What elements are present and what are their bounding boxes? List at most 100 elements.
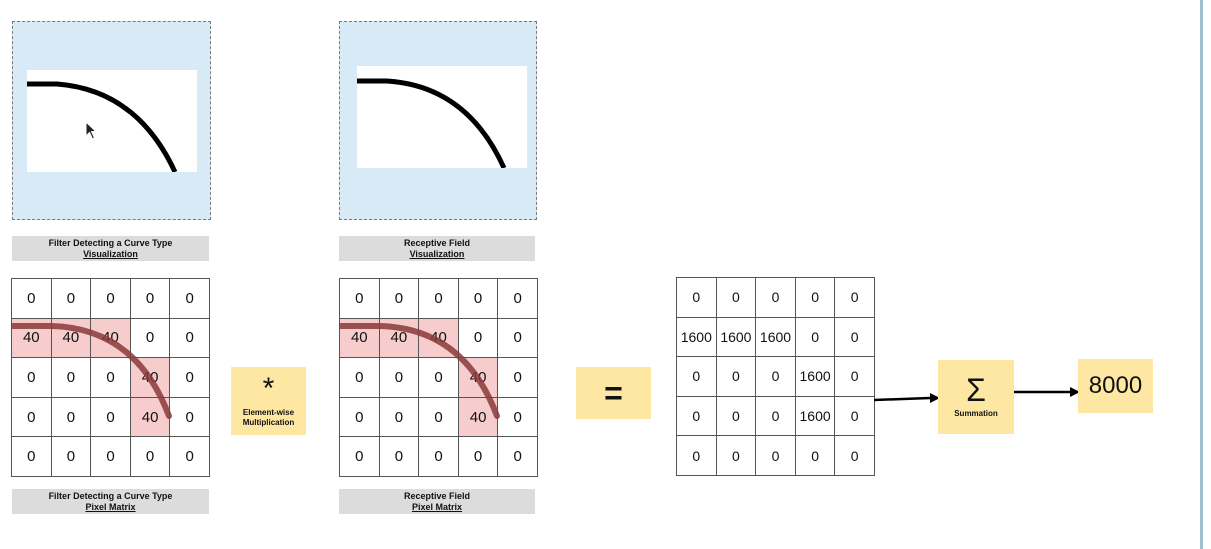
matrix-cell: 0 [497, 436, 538, 477]
matrix-cell: 0 [715, 395, 757, 437]
matrix-cell: 0 [169, 278, 210, 319]
matrix-cell: 0 [378, 278, 420, 319]
summation-label: Summation [954, 409, 998, 418]
matrix-cell: 0 [755, 395, 796, 437]
matrix-cell: 0 [834, 316, 875, 358]
matrix-cell: 0 [378, 436, 420, 477]
filter-matrix-caption: Filter Detecting a Curve Type Pixel Matr… [12, 489, 209, 514]
matrix-cell: 0 [418, 436, 459, 477]
matrix-cell: 40 [378, 317, 420, 359]
asterisk-icon: * [262, 372, 275, 405]
matrix-cell: 1600 [755, 316, 796, 358]
matrix-cell: 0 [457, 278, 499, 319]
mouse-cursor-icon [85, 121, 98, 140]
matrix-cell: 40 [129, 357, 171, 398]
matrix-cell: 0 [715, 435, 757, 476]
filter-visualization-canvas [27, 70, 197, 172]
matrix-cell: 0 [794, 435, 836, 476]
matrix-cell: 0 [418, 357, 459, 398]
matrix-cell: 0 [50, 357, 92, 398]
matrix-cell: 1600 [794, 356, 836, 397]
matrix-cell: 0 [169, 436, 210, 477]
receptive-curve [357, 78, 507, 168]
matrix-cell: 0 [339, 357, 380, 398]
matrix-cell: 40 [418, 317, 459, 359]
matrix-cell: 0 [676, 277, 717, 318]
matrix-cell: 0 [834, 277, 875, 318]
matrix-cell: 0 [11, 396, 52, 438]
equals-sign: = [604, 374, 623, 411]
matrix-cell: 0 [715, 356, 757, 397]
right-border [1200, 0, 1203, 549]
matrix-cell: 0 [755, 435, 796, 476]
matrix-cell: 0 [50, 436, 92, 477]
matrix-cell: 0 [676, 435, 717, 476]
matrix-cell: 0 [11, 278, 52, 319]
matrix-cell: 0 [834, 395, 875, 437]
filter-visualization [12, 21, 211, 220]
receptive-matrix-caption: Receptive Field Pixel Matrix [339, 489, 535, 514]
matrix-cell: 0 [497, 278, 538, 319]
matrix-cell: 0 [129, 317, 171, 359]
matrix-cell: 0 [169, 396, 210, 438]
matrix-cell: 0 [755, 356, 796, 397]
matrix-cell: 40 [129, 396, 171, 438]
matrix-cell: 40 [90, 317, 131, 359]
matrix-cell: 0 [169, 357, 210, 398]
matrix-cell: 0 [715, 277, 757, 318]
summation-box: Σ Summation [938, 360, 1014, 434]
matrix-cell: 1600 [676, 316, 717, 358]
matrix-cell: 1600 [794, 395, 836, 437]
receptive-visualization-canvas [357, 66, 527, 168]
matrix-cell: 0 [676, 356, 717, 397]
matrix-cell: 0 [834, 356, 875, 397]
matrix-cell: 0 [50, 396, 92, 438]
matrix-cell: 0 [794, 316, 836, 358]
matrix-cell: 0 [90, 357, 131, 398]
receptive-visualization-caption: Receptive Field Visualization [339, 236, 535, 261]
matrix-cell: 40 [457, 396, 499, 438]
matrix-cell: 0 [497, 396, 538, 438]
matrix-cell: 0 [794, 277, 836, 318]
matrix-cell: 1600 [715, 316, 757, 358]
arrow-to-result-icon [1014, 387, 1080, 397]
summation-result: 8000 [1078, 359, 1153, 413]
matrix-cell: 0 [457, 436, 499, 477]
matrix-cell: 0 [339, 436, 380, 477]
matrix-cell: 0 [339, 396, 380, 438]
matrix-cell: 40 [339, 317, 380, 359]
matrix-cell: 0 [129, 278, 171, 319]
equals-box: = [576, 367, 651, 419]
matrix-cell: 0 [11, 357, 52, 398]
matrix-cell: 0 [90, 278, 131, 319]
matrix-cell: 40 [11, 317, 52, 359]
filter-visualization-caption: Filter Detecting a Curve Type Visualizat… [12, 236, 209, 261]
filter-curve [27, 81, 178, 172]
matrix-cell: 0 [457, 317, 499, 359]
matrix-cell: 0 [834, 435, 875, 476]
matrix-cell: 0 [418, 278, 459, 319]
matrix-cell: 0 [339, 278, 380, 319]
matrix-cell: 40 [50, 317, 92, 359]
matrix-cell: 0 [50, 278, 92, 319]
matrix-cell: 0 [90, 436, 131, 477]
matrix-cell: 0 [378, 357, 420, 398]
arrow-to-summation-icon [874, 393, 940, 403]
matrix-cell: 40 [457, 357, 499, 398]
matrix-cell: 0 [418, 396, 459, 438]
sigma-icon: Σ [966, 372, 986, 408]
matrix-cell: 0 [755, 277, 796, 318]
matrix-cell: 0 [497, 317, 538, 359]
matrix-cell: 0 [676, 395, 717, 437]
receptive-field-visualization [339, 21, 537, 220]
matrix-cell: 0 [11, 436, 52, 477]
matrix-cell: 0 [129, 436, 171, 477]
matrix-cell: 0 [497, 357, 538, 398]
matrix-cell: 0 [378, 396, 420, 438]
matrix-cell: 0 [169, 317, 210, 359]
